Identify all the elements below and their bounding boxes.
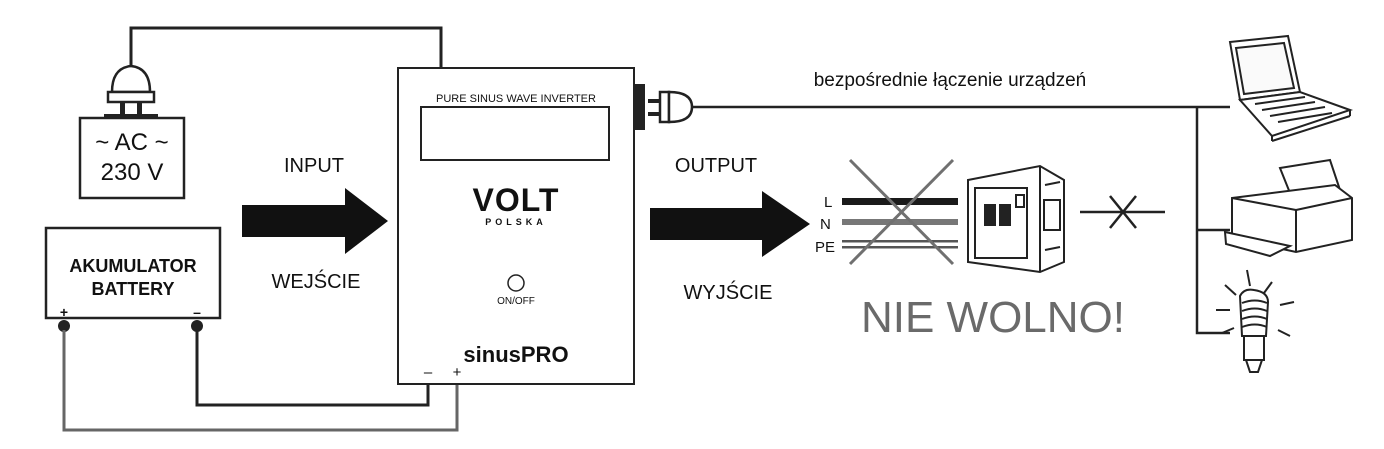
inverter-model: sinusPRO xyxy=(463,342,568,367)
lnpe-wires: L N PE xyxy=(815,158,958,266)
wire-label-pe: PE xyxy=(815,239,835,256)
ac-input-cable xyxy=(129,26,443,75)
inverter-brand-logo: VOLT xyxy=(473,182,560,218)
inverter-terminal-minus: – xyxy=(424,364,433,381)
circuit-breaker-icon xyxy=(967,164,1065,274)
warning-text: NIE WOLNO! xyxy=(861,293,1125,342)
inverter-header: PURE SINUS WAVE INVERTER xyxy=(436,93,596,105)
battery-label-line2: BATTERY xyxy=(92,279,175,299)
input-label: INPUT xyxy=(284,155,344,177)
power-button-label: ON/OFF xyxy=(497,296,535,307)
light-bulb-icon xyxy=(1216,269,1295,373)
inverter-brand-sub: POLSKA xyxy=(485,217,547,227)
output-label: OUTPUT xyxy=(675,155,757,177)
wire-label-l: L xyxy=(824,194,832,211)
output-label-pl: WYJŚCIE xyxy=(684,280,773,304)
printer-icon xyxy=(1223,158,1353,258)
output-arrow: OUTPUT WYJŚCIE xyxy=(650,155,810,304)
battery-cables xyxy=(62,330,459,432)
inverter-unit: PURE SINUS WAVE INVERTER VOLT POLSKA ON/… xyxy=(397,67,635,385)
battery-plus-sign: + xyxy=(60,304,68,320)
power-button[interactable] xyxy=(507,274,525,292)
direct-connection-line xyxy=(692,105,1230,335)
battery-box: AKUMULATOR BATTERY + – xyxy=(44,226,222,332)
wire-label-n: N xyxy=(820,216,831,233)
forbidden-connection-cross xyxy=(1080,195,1165,229)
ac-source-box: ~ AC ~ 230 V xyxy=(78,116,186,200)
direct-connection-label: bezpośrednie łączenie urządzeń xyxy=(814,70,1087,91)
ac-label-line1: ~ AC ~ xyxy=(95,129,168,156)
laptop-icon xyxy=(1228,34,1354,142)
inverter-display xyxy=(420,106,610,161)
inverter-terminal-plus: + xyxy=(453,364,462,381)
battery-label-line1: AKUMULATOR xyxy=(69,256,196,276)
battery-minus-sign: – xyxy=(193,304,201,320)
input-label-pl: WEJŚCIE xyxy=(272,269,361,293)
ac-plug-icon xyxy=(104,64,158,121)
input-arrow: INPUT WEJŚCIE xyxy=(242,155,388,293)
output-socket-plug-icon xyxy=(634,84,694,130)
ac-label-line2: 230 V xyxy=(101,159,164,186)
